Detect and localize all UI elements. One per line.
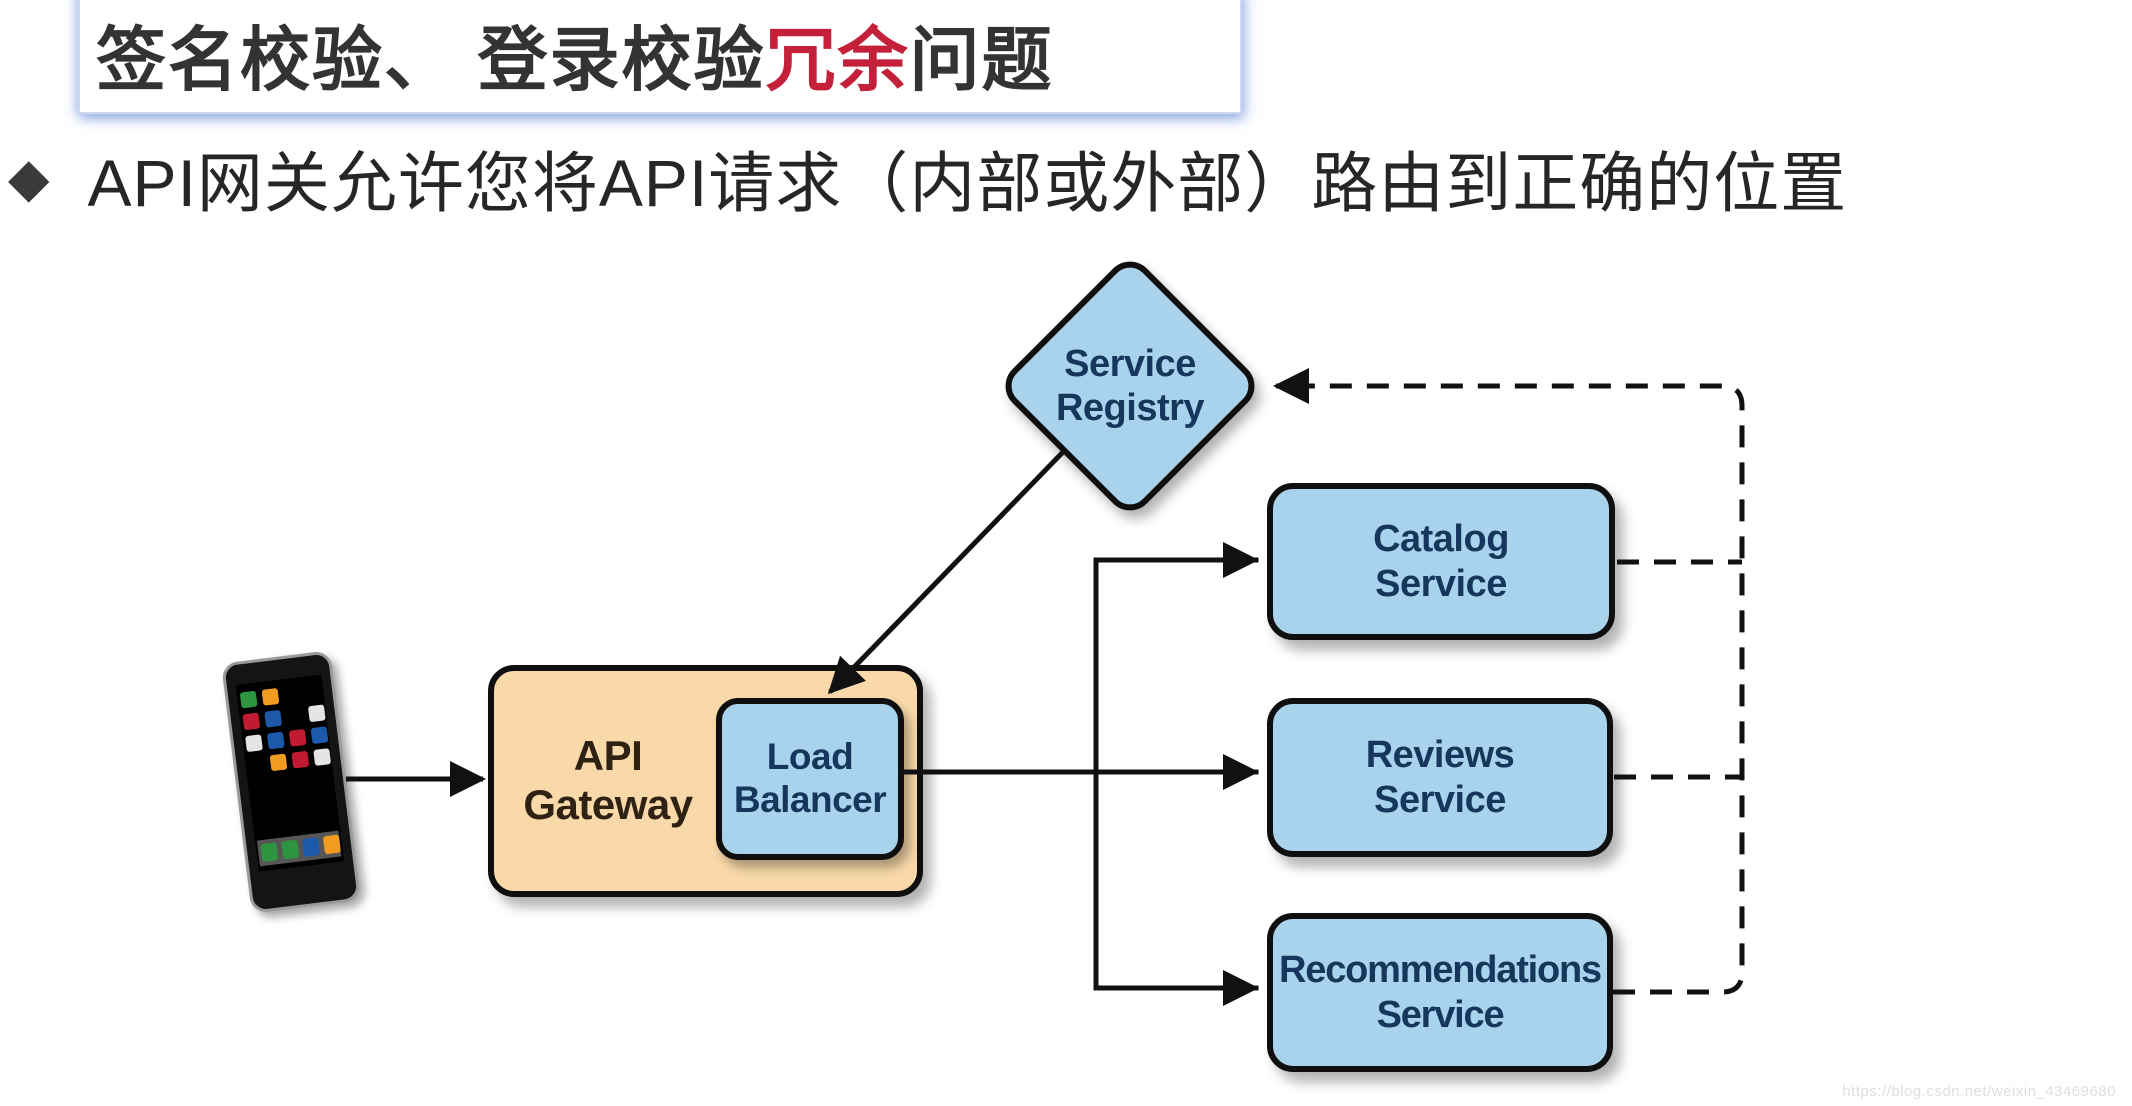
- service-registry-line1: Service: [1064, 342, 1196, 385]
- smartphone-icon: [221, 650, 361, 914]
- api-gateway-line2: Gateway: [523, 781, 693, 828]
- bullet-text: API网关允许您将API请求（内部或外部）路由到正确的位置: [87, 146, 1848, 220]
- recommendations-service-node: Recommendations Service: [1267, 913, 1613, 1072]
- service-registry-label: Service Registry: [1028, 328, 1232, 444]
- service-registry-line2: Registry: [1055, 387, 1205, 429]
- phone-screen: [235, 674, 345, 872]
- arrow-registry-to-loadbalancer: [827, 450, 1065, 695]
- reviews-service-line2: Service: [1374, 778, 1506, 821]
- page-title: 签名校验、 登录校验冗余问题: [96, 0, 1053, 105]
- api-gateway-label: API Gateway: [494, 671, 722, 891]
- watermark: https://blog.csdn.net/weixin_43469680: [1842, 1083, 2116, 1100]
- reviews-service-node: Reviews Service: [1267, 698, 1613, 857]
- title-box: 签名校验、 登录校验冗余问题: [78, 0, 1242, 114]
- load-balancer-line1: Load: [766, 736, 854, 778]
- bullet-item: ◆ API网关允许您将API请求（内部或外部）路由到正确的位置: [8, 130, 1847, 226]
- catalog-service-line2: Service: [1375, 562, 1507, 605]
- title-part2: 问题: [909, 20, 1054, 99]
- title-part1: 签名校验、 登录校验: [96, 20, 766, 99]
- title-highlight: 冗余: [765, 20, 910, 99]
- recommendations-service-line1: Recommendations: [1279, 949, 1602, 992]
- catalog-service-line1: Catalog: [1373, 518, 1509, 561]
- dashed-return-to-registry: [1273, 368, 1745, 995]
- phone-dock: [256, 830, 342, 867]
- recommendations-service-line2: Service: [1376, 993, 1505, 1036]
- load-balancer-line2: Balancer: [733, 779, 887, 820]
- load-balancer-node: Load Balancer: [716, 698, 904, 860]
- reviews-service-line1: Reviews: [1365, 734, 1515, 777]
- catalog-service-node: Catalog Service: [1267, 483, 1615, 640]
- diamond-bullet-icon: ◆: [8, 148, 50, 208]
- phone-app-grid: [239, 683, 332, 774]
- api-gateway-line1: API: [573, 732, 643, 780]
